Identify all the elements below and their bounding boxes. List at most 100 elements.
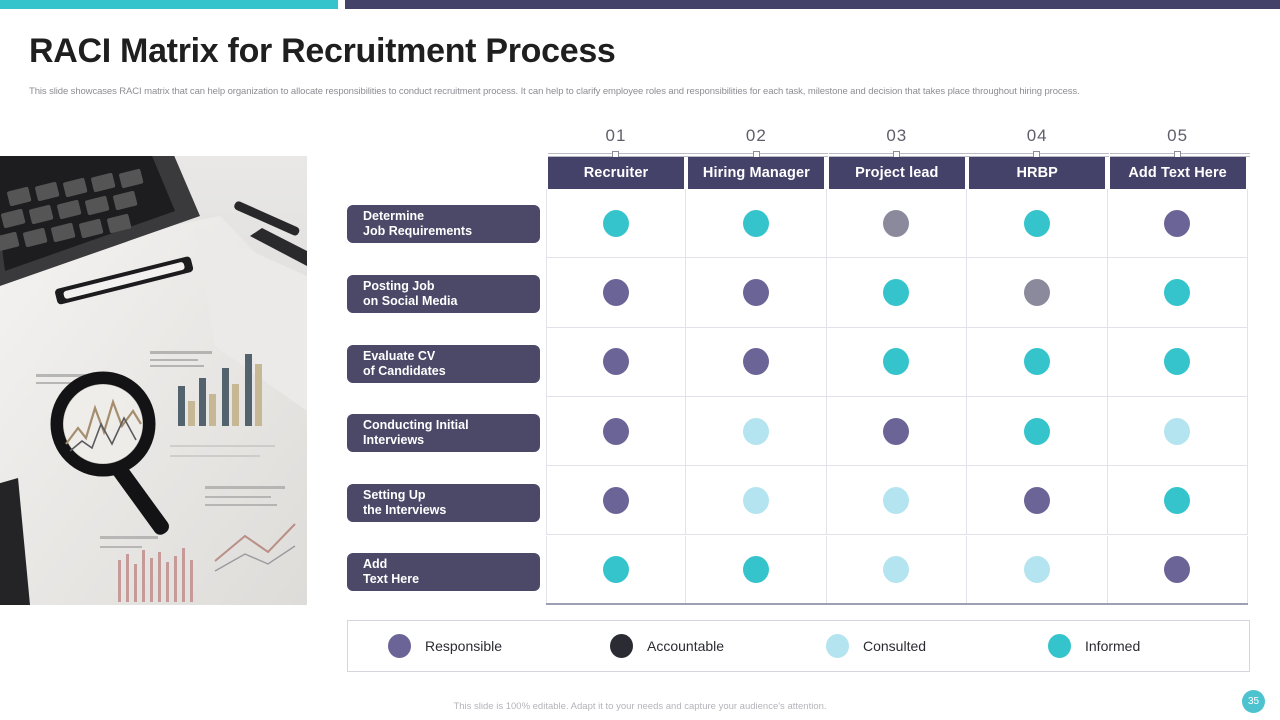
- status-dot-informed: [883, 348, 910, 376]
- matrix-cell-r6-c2[interactable]: [686, 535, 827, 603]
- table-row: [546, 535, 1248, 605]
- table-row: [546, 258, 1248, 328]
- matrix-cell-r6-c5[interactable]: [1108, 535, 1248, 603]
- matrix-cell-r3-c5[interactable]: [1108, 327, 1248, 396]
- status-dot-informed: [1164, 278, 1191, 306]
- status-dot-consulted: [1023, 555, 1050, 583]
- matrix-cell-r3-c4[interactable]: [967, 327, 1108, 396]
- matrix-cell-r4-c2[interactable]: [686, 396, 827, 466]
- column-number-1: 01: [605, 126, 627, 145]
- row-label-line1: Posting Job: [363, 279, 435, 293]
- matrix-cell-r5-c3[interactable]: [827, 466, 968, 535]
- legend-label-consulted: Consulted: [863, 638, 927, 654]
- legend-dot-consulted: [826, 634, 849, 658]
- matrix-cell-r1-c5[interactable]: [1108, 189, 1248, 258]
- legend-label-accountable: Accountable: [647, 638, 725, 654]
- matrix-cell-r4-c3[interactable]: [827, 396, 968, 466]
- status-dot-consulted: [743, 417, 770, 445]
- matrix-column-header-3[interactable]: Project lead: [828, 157, 965, 189]
- matrix-cell-r3-c1[interactable]: [546, 327, 687, 396]
- row-label-line1: Add: [363, 557, 388, 571]
- column-number-3: 03: [886, 126, 908, 145]
- matrix-cell-r1-c3[interactable]: [827, 189, 968, 258]
- row-label-line1: Determine: [363, 209, 425, 223]
- legend-dot-responsible: [388, 634, 411, 658]
- legend-item-responsible[interactable]: Responsible: [388, 634, 502, 658]
- matrix-cell-r5-c2[interactable]: [686, 466, 827, 535]
- matrix-cell-r2-c3[interactable]: [827, 258, 968, 327]
- status-dot-gray: [883, 209, 910, 237]
- matrix-cell-r2-c5[interactable]: [1108, 258, 1248, 327]
- table-row: [546, 189, 1248, 259]
- matrix-column-header-2[interactable]: Hiring Manager: [688, 157, 825, 189]
- top-accent-bar-teal: [0, 0, 338, 9]
- status-dot-consulted: [883, 555, 910, 583]
- matrix-cell-r1-c2[interactable]: [686, 189, 827, 258]
- legend-item-consulted[interactable]: Consulted: [826, 634, 926, 658]
- matrix-cell-r5-c1[interactable]: [546, 466, 687, 535]
- legend-item-accountable[interactable]: Accountable: [610, 634, 724, 658]
- photo-illustration: [0, 156, 307, 605]
- status-dot-informed: [1164, 486, 1191, 514]
- table-row: [546, 396, 1248, 467]
- page-subtitle: This slide showcases RACI matrix that ca…: [29, 86, 1080, 97]
- status-dot-responsible: [743, 278, 770, 306]
- status-dot-responsible: [1164, 555, 1191, 583]
- legend-item-informed[interactable]: Informed: [1048, 634, 1140, 658]
- status-dot-responsible: [603, 486, 630, 514]
- status-dot-responsible: [883, 417, 910, 445]
- status-dot-responsible: [603, 417, 630, 445]
- column-number-2: 02: [745, 126, 767, 145]
- page-title: RACI Matrix for Recruitment Process: [29, 32, 616, 70]
- status-dot-informed: [603, 209, 630, 237]
- matrix-column-header-1[interactable]: Recruiter: [548, 157, 684, 189]
- matrix-cell-r6-c1[interactable]: [546, 535, 687, 603]
- row-label-line1: Evaluate CV: [363, 349, 436, 363]
- matrix-cell-r4-c1[interactable]: [546, 396, 687, 466]
- matrix-cell-r3-c3[interactable]: [827, 327, 968, 396]
- matrix-cell-r5-c5[interactable]: [1108, 466, 1248, 535]
- row-label-line2: the Interviews: [363, 503, 447, 517]
- status-dot-responsible: [1023, 486, 1050, 514]
- legend-dot-accountable: [610, 634, 633, 658]
- legend-label-informed: Informed: [1085, 638, 1141, 654]
- matrix-cell-r3-c2[interactable]: [686, 327, 827, 396]
- status-dot-consulted: [743, 486, 770, 514]
- matrix-cell-r4-c4[interactable]: [967, 396, 1108, 466]
- top-accent-bar-purple: [345, 0, 1280, 9]
- matrix-cell-r5-c4[interactable]: [967, 466, 1108, 535]
- matrix-cell-r6-c3[interactable]: [827, 535, 968, 603]
- decorative-photo: [0, 156, 307, 605]
- matrix-cell-r4-c5[interactable]: [1108, 396, 1248, 466]
- legend-label-responsible: Responsible: [425, 638, 503, 654]
- matrix-cell-r2-c4[interactable]: [967, 258, 1108, 327]
- status-dot-responsible: [743, 348, 770, 376]
- matrix-cell-r1-c4[interactable]: [967, 189, 1108, 258]
- status-dot-informed: [1023, 348, 1050, 376]
- status-dot-informed: [883, 278, 910, 306]
- row-label-line1: Setting Up: [363, 488, 426, 502]
- row-label-line2: of Candidates: [363, 364, 446, 378]
- status-dot-consulted: [1164, 417, 1191, 445]
- matrix-cell-r2-c1[interactable]: [546, 258, 687, 327]
- matrix-column-header-4[interactable]: HRBP: [969, 157, 1106, 189]
- page-number-badge: 35: [1242, 690, 1265, 713]
- matrix-column-header-5[interactable]: Add Text Here: [1109, 157, 1246, 189]
- matrix-grid: [546, 189, 1248, 605]
- status-dot-informed: [603, 555, 630, 583]
- matrix-cell-r2-c2[interactable]: [686, 258, 827, 327]
- legend-dot-informed: [1048, 634, 1071, 658]
- status-dot-informed: [1023, 209, 1050, 237]
- matrix-cell-r6-c4[interactable]: [967, 535, 1108, 603]
- legend: Responsible Accountable Consulted Informed: [347, 620, 1250, 672]
- matrix-cell-r1-c1[interactable]: [546, 189, 687, 258]
- status-dot-consulted: [883, 486, 910, 514]
